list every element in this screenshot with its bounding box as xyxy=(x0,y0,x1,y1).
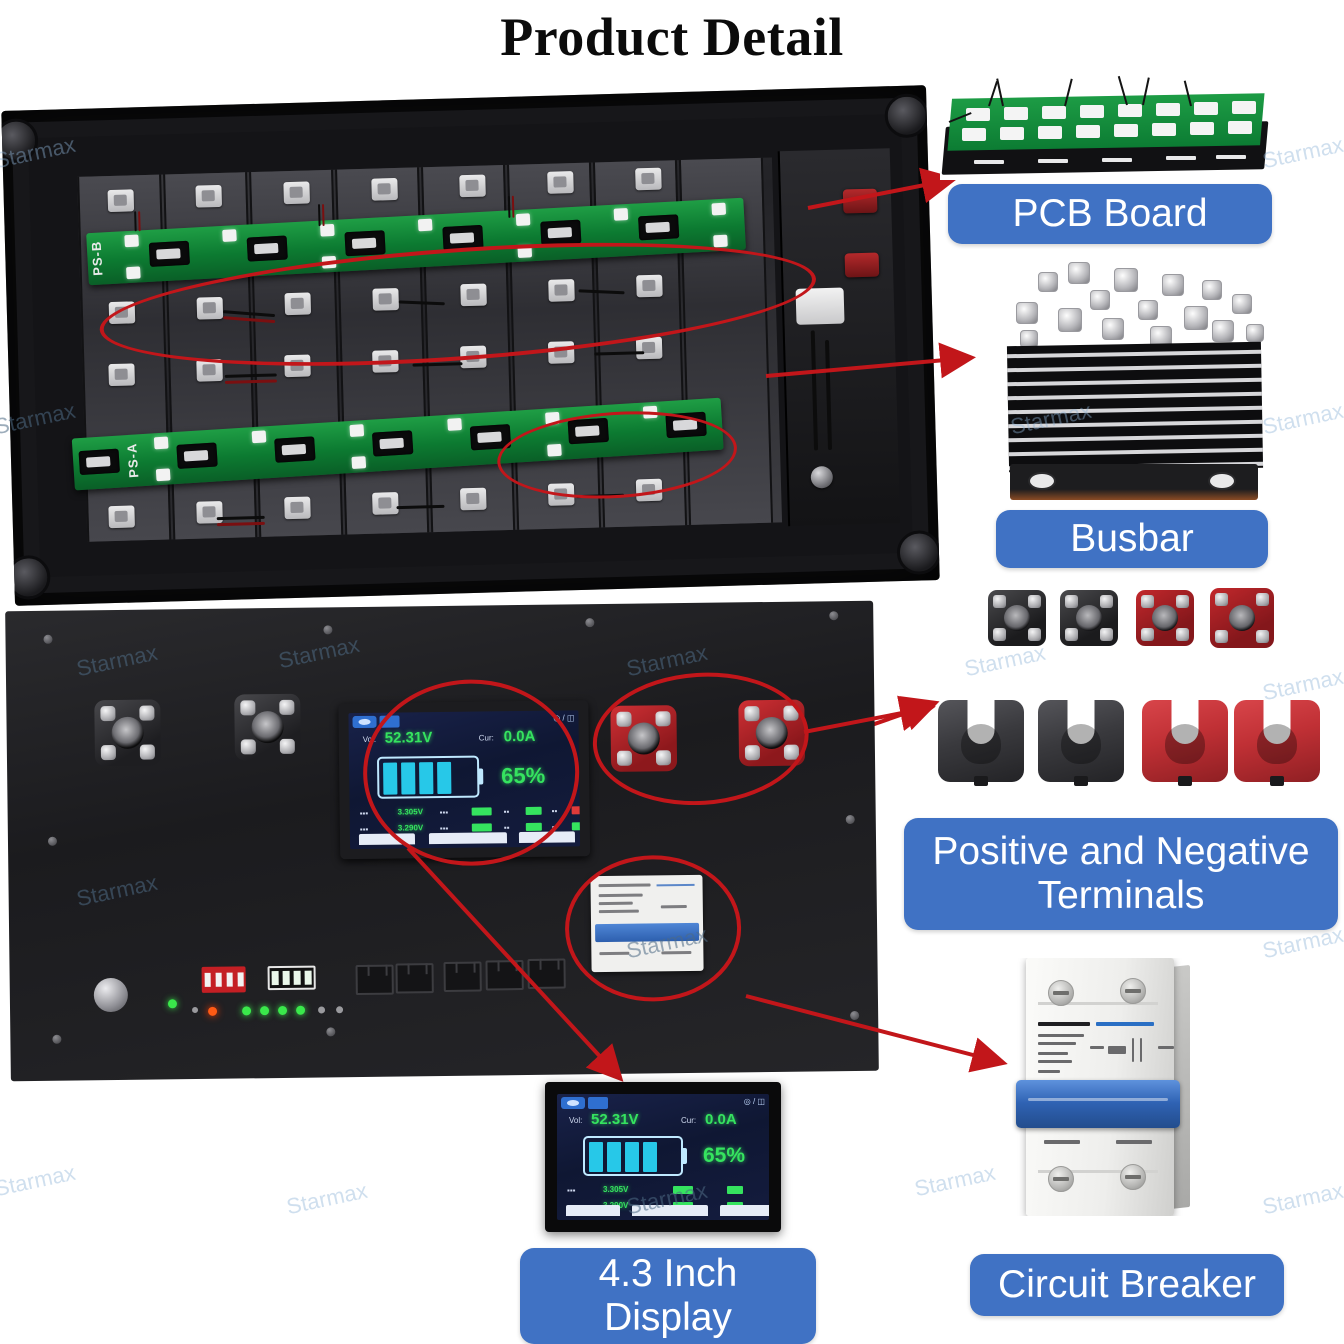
panel-dip-switch[interactable] xyxy=(201,966,246,993)
lcd-current-value: 0.0A xyxy=(503,727,536,746)
pcb-marking-bottom: PS-A xyxy=(124,442,142,479)
label-circuit-breaker-text: Circuit Breaker xyxy=(998,1263,1256,1307)
circuit-breaker-photo xyxy=(1012,958,1194,1216)
label-busbar: Busbar xyxy=(996,510,1268,568)
label-display-line2: Display xyxy=(604,1296,732,1339)
panel-rj45-port-5[interactable] xyxy=(527,958,566,989)
zoom-lcd-current-label: Cur: xyxy=(681,1116,697,1125)
panel-led-soc-3 xyxy=(278,1005,288,1016)
panel-negative-terminal-2 xyxy=(234,693,301,761)
panel-positive-terminal-1 xyxy=(610,705,678,772)
busbar-hardware-nuts xyxy=(1006,256,1264,352)
label-display: 4.3 Inch Display xyxy=(520,1248,816,1344)
pcb-marking-top: PS-B xyxy=(88,240,106,277)
lcd-brand-text-icon xyxy=(379,715,400,728)
zoom-lcd-brand-text-icon xyxy=(588,1097,608,1109)
label-positive-negative-terminals: Positive and Negative Terminals xyxy=(904,818,1338,930)
battery-cells-area: PS-B xyxy=(71,157,783,542)
lcd-brand-icon xyxy=(352,715,377,729)
label-terminals-line1: Positive and Negative xyxy=(932,830,1310,874)
watermark: Starmax xyxy=(912,1159,998,1202)
case-mount-hole xyxy=(1,118,39,164)
terminal-covers-photo xyxy=(928,690,1328,794)
label-pcb-board-text: PCB Board xyxy=(1012,192,1208,236)
case-mount-hole xyxy=(5,554,51,601)
lcd-current-label: Cur: xyxy=(478,733,494,743)
panel-led-soc-5 xyxy=(318,1006,326,1014)
panel-led-power xyxy=(167,999,178,1009)
busbar-copper-bar xyxy=(1010,464,1258,500)
zoom-lcd-soft-button-3[interactable] xyxy=(720,1205,769,1216)
zoom-lcd-voltage-label: Vol: xyxy=(569,1116,583,1125)
panel-rj45-port-2[interactable] xyxy=(395,963,434,994)
zoom-lcd-soc-percent: 65% xyxy=(703,1144,746,1167)
terminal-bases-photo xyxy=(988,584,1278,660)
lcd-signal-icon: ◎ / ◫ xyxy=(553,713,575,723)
lcd-soft-button-2[interactable] xyxy=(428,832,508,845)
panel-positive-terminal-2 xyxy=(738,699,806,767)
zoom-lcd-current-value: 0.0A xyxy=(705,1111,737,1128)
pcb-board-photo xyxy=(940,72,1280,180)
watermark: Starmax xyxy=(1260,397,1344,440)
panel-rj45-port-4[interactable] xyxy=(485,960,524,991)
panel-led-idle xyxy=(192,1006,199,1014)
lcd-voltage-value: 52.31V xyxy=(384,729,433,747)
case-mount-hole xyxy=(896,529,940,576)
label-circuit-breaker: Circuit Breaker xyxy=(970,1254,1284,1316)
zoom-lcd-brand-icon xyxy=(561,1097,585,1109)
panel-led-soc-6 xyxy=(336,1006,344,1014)
battery-control-bay xyxy=(777,148,901,527)
lcd-voltage-label: Vol: xyxy=(362,734,377,744)
zoom-lcd-soft-button-1[interactable] xyxy=(566,1205,620,1216)
lcd-soft-button-1[interactable] xyxy=(358,833,416,846)
label-pcb-board: PCB Board xyxy=(948,184,1272,244)
busbar-photo xyxy=(1000,256,1272,506)
label-terminals-line2: Terminals xyxy=(1037,874,1205,917)
panel-led-alarm xyxy=(208,1006,218,1016)
zoom-lcd-signal-icon: ◎ / ◫ xyxy=(743,1097,765,1106)
battery-case-frame: PS-B xyxy=(1,93,940,601)
watermark: Starmax xyxy=(284,1177,370,1220)
display-zoom-screen: ◎ / ◫ Vol: 52.31V Cur: 0.0A 65% ▪▪▪ 3.30… xyxy=(557,1094,769,1220)
panel-circuit-breaker[interactable] xyxy=(590,874,704,973)
case-mount-hole xyxy=(884,93,930,139)
label-busbar-text: Busbar xyxy=(1070,517,1194,561)
lcd-battery-gauge xyxy=(376,755,480,799)
panel-led-soc-4 xyxy=(296,1005,306,1015)
panel-led-soc-1 xyxy=(242,1006,252,1016)
zoom-lcd-voltage-value: 52.31V xyxy=(591,1111,639,1128)
lcd-screen: ◎ / ◫ Vol: 52.31V Cur: 0.0A 65% ▪▪▪ xyxy=(348,710,581,850)
watermark: Starmax xyxy=(1260,1177,1344,1220)
zoom-lcd-soft-button-2[interactable] xyxy=(632,1205,708,1216)
panel-led-soc-2 xyxy=(260,1006,270,1016)
page-title: Product Detail xyxy=(500,7,844,67)
panel-rj45-port-3[interactable] xyxy=(443,961,482,992)
display-zoom-photo: ◎ / ◫ Vol: 52.31V Cur: 0.0A 65% ▪▪▪ 3.30… xyxy=(545,1082,781,1232)
battery-pack-open-photo: PS-B xyxy=(1,85,940,606)
lcd-soc-percent: 65% xyxy=(501,762,546,789)
panel-rj45-port-1[interactable] xyxy=(355,964,394,996)
label-display-line1: 4.3 Inch xyxy=(598,1252,738,1296)
panel-negative-terminal-1 xyxy=(94,699,162,767)
lcd-soft-button-3[interactable] xyxy=(518,831,576,844)
watermark: Starmax xyxy=(0,1159,78,1202)
busbar-plate-stack xyxy=(1006,341,1264,473)
panel-ground-stud xyxy=(93,977,129,1013)
panel-lcd-display[interactable]: ◎ / ◫ Vol: 52.31V Cur: 0.0A 65% ▪▪▪ xyxy=(338,700,591,860)
battery-front-panel-photo: ◎ / ◫ Vol: 52.31V Cur: 0.0A 65% ▪▪▪ xyxy=(5,600,879,1082)
zoom-lcd-battery-gauge xyxy=(583,1136,687,1176)
panel-soc-indicator xyxy=(267,965,316,991)
